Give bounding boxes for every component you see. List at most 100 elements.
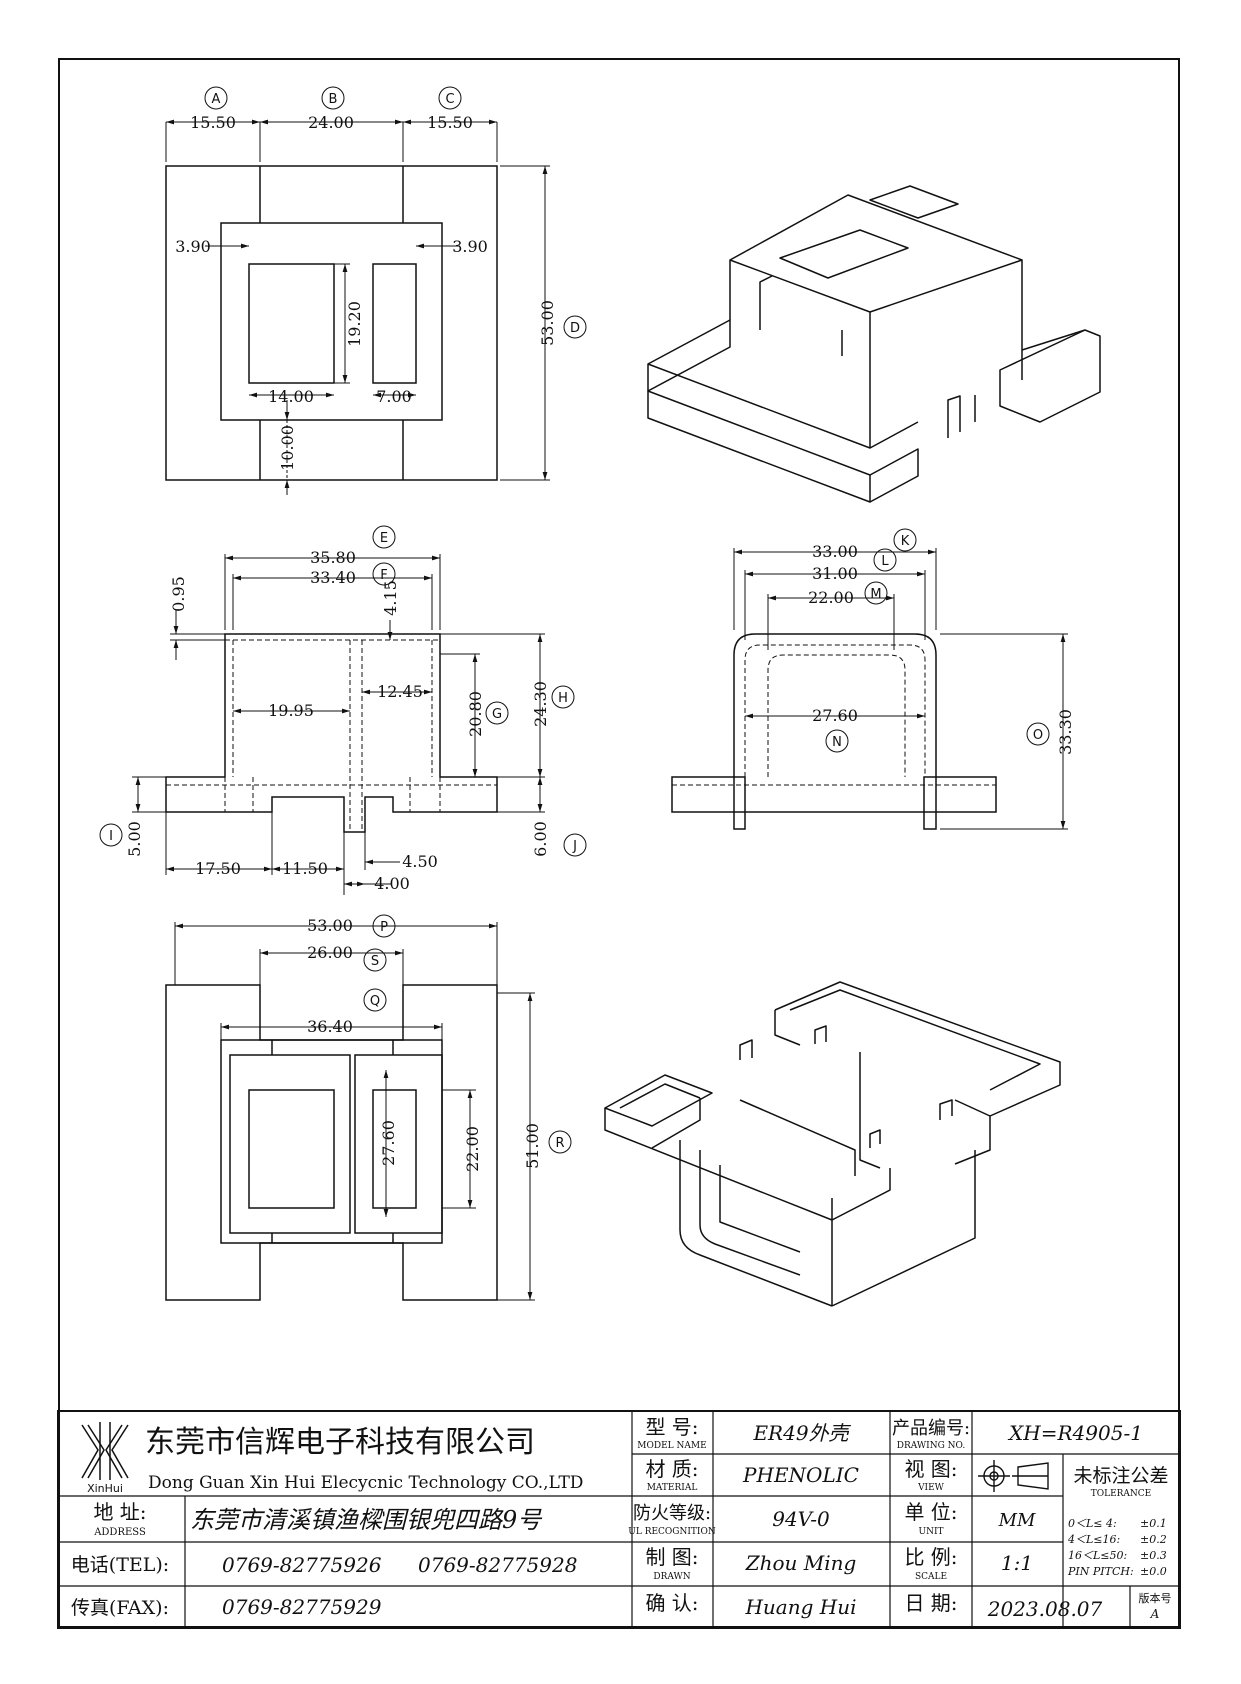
title-block xyxy=(57,1410,1181,1629)
top-view-slot-left xyxy=(248,263,335,384)
fire-rating-value: 94V-0 xyxy=(772,1507,830,1531)
dim-side-31-00: 31.00 xyxy=(812,564,858,583)
dim-bottom-27-60: 27.60 xyxy=(379,1120,398,1166)
material-value: PHENOLIC xyxy=(742,1463,859,1487)
dim-top-19-20: 19.20 xyxy=(345,301,364,347)
bubble-h: H xyxy=(558,691,568,706)
confirm-label: 确 认: xyxy=(645,1591,698,1615)
dim-front-17-50: 17.50 xyxy=(195,859,241,878)
bottom-view xyxy=(165,914,572,1301)
scale-value: 1:1 xyxy=(1001,1551,1033,1575)
bubble-o: O xyxy=(1033,728,1043,743)
version-label: 版本号 xyxy=(1139,1591,1172,1605)
front-view-outline xyxy=(165,633,498,833)
drawing-no-value: XH=R4905-1 xyxy=(1007,1421,1143,1445)
tel-label: 电话(TEL): xyxy=(71,1554,169,1576)
company-name-en: Dong Guan Xin Hui Elecycnic Technology C… xyxy=(148,1473,583,1493)
logo-icon xyxy=(81,1422,129,1480)
bubble-k: K xyxy=(901,534,910,549)
dim-top-3-90-left: 3.90 xyxy=(175,237,211,256)
scale-label-en: SCALE xyxy=(915,1572,947,1582)
bubble-e: E xyxy=(380,531,388,546)
dim-top-3-90-right: 3.90 xyxy=(452,237,488,256)
drawn-label-en: DRAWN xyxy=(653,1572,690,1582)
tolerance-value-1: ±0.1 xyxy=(1140,1517,1167,1530)
bubble-m: M xyxy=(870,587,881,602)
top-view xyxy=(165,86,587,495)
drawn-value: Zhou Ming xyxy=(745,1551,857,1575)
dim-front-11-50: 11.50 xyxy=(282,859,328,878)
dim-top-53-00: 53.00 xyxy=(538,300,557,346)
bottom-view-bubbles xyxy=(363,914,572,1154)
address-label-en: ADDRESS xyxy=(93,1527,146,1538)
side-view-bubbles xyxy=(825,528,1050,753)
dim-side-33-30: 33.30 xyxy=(1056,709,1075,755)
top-view-slot-right xyxy=(372,263,417,384)
iso-view-bottom xyxy=(604,981,1061,1307)
top-view-core-window xyxy=(220,222,443,421)
drawing-no-label-en: DRAWING NO. xyxy=(897,1441,966,1451)
dim-front-4-00: 4.00 xyxy=(374,874,410,893)
tolerance-label-en: TOLERANCE xyxy=(1091,1489,1152,1499)
tolerance-range-2: 4＜L≤16: xyxy=(1067,1533,1120,1546)
bubble-s: S xyxy=(371,954,379,969)
bubble-d: D xyxy=(570,321,580,336)
dim-side-33-00: 33.00 xyxy=(812,542,858,561)
dim-bottom-26-00: 26.00 xyxy=(307,943,353,962)
tolerance-range-4: PIN PITCH: xyxy=(1067,1565,1134,1578)
projection-symbol-icon xyxy=(978,1460,1049,1492)
dim-top-24-00: 24.00 xyxy=(308,113,354,132)
dim-side-27-60: 27.60 xyxy=(812,706,858,725)
bubble-i: I xyxy=(109,829,113,844)
version-value: A xyxy=(1150,1607,1160,1621)
tel-value-1: 0769-82775926 xyxy=(222,1553,382,1577)
company-name-cn: 东莞市信辉电子科技有限公司 xyxy=(145,1425,535,1460)
scale-label: 比 例: xyxy=(904,1545,957,1569)
iso-view-top xyxy=(647,185,1101,503)
dim-top-10-00: 10.00 xyxy=(278,425,297,471)
fire-rating-label-en: UL RECOGNITION xyxy=(628,1527,716,1537)
address-value: 东莞市清溪镇渔樑围银兜四路9号 xyxy=(190,1506,543,1534)
bubble-a: A xyxy=(212,92,221,107)
model-label: 型 号: xyxy=(645,1415,698,1439)
model-value: ER49外壳 xyxy=(752,1421,851,1445)
date-label: 日 期: xyxy=(904,1591,957,1615)
dim-front-35-80: 35.80 xyxy=(310,548,356,567)
model-label-en: MODEL NAME xyxy=(637,1441,706,1451)
dim-front-19-95: 19.95 xyxy=(268,701,314,720)
dim-front-0-95: 0.95 xyxy=(169,576,188,612)
bubble-q: Q xyxy=(370,994,380,1009)
top-view-labels: 15.50 24.00 15.50 53.00 3.90 3.90 19.20 … xyxy=(175,92,580,471)
dim-front-24-30: 24.30 xyxy=(531,681,550,727)
dim-front-4-15: 4.15 xyxy=(381,580,400,616)
view-label: 视 图: xyxy=(904,1457,957,1481)
bubble-l: L xyxy=(881,554,889,569)
dim-front-6-00: 6.00 xyxy=(531,821,550,857)
dim-side-22-00: 22.00 xyxy=(808,588,854,607)
unit-label: 单 位: xyxy=(904,1500,957,1524)
dim-front-5-00: 5.00 xyxy=(125,821,144,857)
tolerance-value-3: ±0.3 xyxy=(1140,1549,1167,1562)
drawn-label: 制 图: xyxy=(645,1545,698,1569)
bubble-r: R xyxy=(555,1136,564,1151)
front-view-labels: 35.80 33.40 0.95 4.15 12.45 19.95 20.80 … xyxy=(109,531,577,893)
dim-top-15-50-a: 15.50 xyxy=(190,113,236,132)
dim-bottom-22-00: 22.00 xyxy=(463,1126,482,1172)
dim-front-4-50: 4.50 xyxy=(402,852,438,871)
dim-bottom-51-00: 51.00 xyxy=(523,1123,542,1169)
side-view xyxy=(671,528,1068,830)
unit-label-en: UNIT xyxy=(918,1527,943,1537)
bubble-j: J xyxy=(572,839,577,854)
bubble-f: F xyxy=(380,568,387,583)
fax-value: 0769-82775929 xyxy=(222,1595,382,1619)
dim-front-12-45: 12.45 xyxy=(377,682,423,701)
front-view xyxy=(99,525,587,895)
top-view-outline xyxy=(165,165,498,481)
tolerance-value-2: ±0.2 xyxy=(1140,1533,1167,1546)
address-label: 地 址: xyxy=(93,1500,146,1524)
material-label: 材 质: xyxy=(645,1457,698,1481)
unit-value: MM xyxy=(998,1510,1036,1531)
dim-front-33-40: 33.40 xyxy=(310,568,356,587)
side-view-labels: 33.00 31.00 22.00 27.60 33.30 K L M N O xyxy=(808,534,1075,755)
